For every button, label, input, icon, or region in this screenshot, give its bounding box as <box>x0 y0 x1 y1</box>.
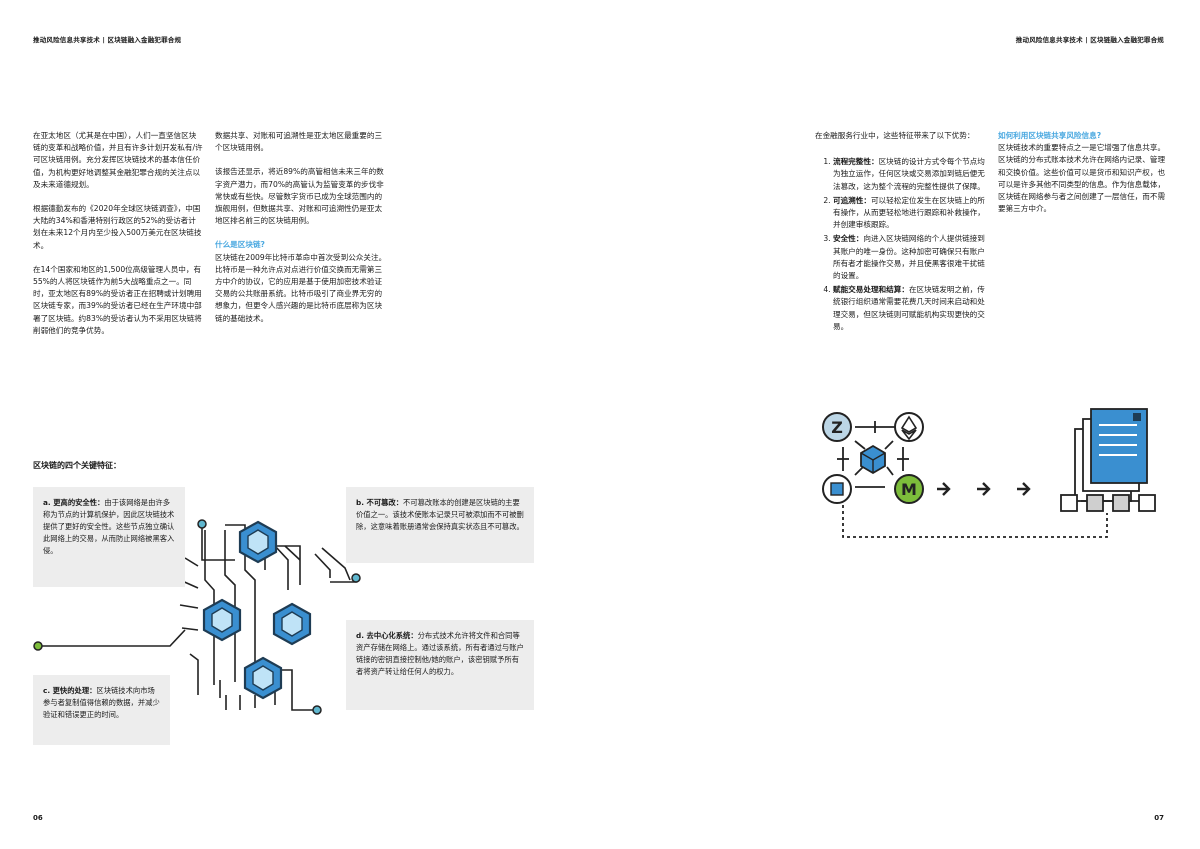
coin-letter: Z <box>831 418 843 437</box>
section-title: 区块链的四个关键特征： <box>33 461 121 470</box>
feature-label: b. 不可篡改： <box>356 498 404 507</box>
list-item: 流程完整性：区块链的设计方式令每个节点均为独立运作，任何区块或交易添加到链后便无… <box>833 156 985 193</box>
right-column-2: 如何利用区块链共享风险信息? 区块链技术的重要特点之一是它增强了信息共享。区块链… <box>998 130 1166 227</box>
paragraph: 在金融服务行业中，这些特征带来了以下优势： <box>815 131 975 140</box>
left-column-1: 在亚太地区（尤其是在中国），人们一直坚信区块链的变革和战略价值，并且有许多计划开… <box>33 130 203 349</box>
block-cube-icon <box>860 444 886 475</box>
paragraph: 在14个国家和地区的1,500位高级管理人员中，有55%的人将区块链作为前5大战… <box>33 264 202 335</box>
running-header-left: 推动风险信息共享技术 | 区块链融入金融犯罪合规 <box>33 36 182 44</box>
zcash-coin-icon <box>822 412 852 442</box>
coin-letter: M <box>901 480 917 499</box>
what-is-blockchain-heading: 什么是区块链? <box>215 240 265 250</box>
node-dot <box>351 573 361 583</box>
feature-label: c. 更快的处理： <box>43 686 97 695</box>
monero-coin-icon <box>894 474 924 504</box>
feature-text: 由于该网络是由许多称为节点的计算机保护，因此区块链技术提供了更好的安全性。这些节… <box>43 498 175 555</box>
list-item: 安全性：向进入区块链网络的个人提供链接到其账户的唯一身份。这种加密可确保只有账户… <box>833 233 985 282</box>
block-cube <box>202 598 242 642</box>
block-cube <box>272 602 312 646</box>
paragraph: 该报告还显示，将近89%的高管相信未来三年的数字资产潜力，而70%的高管认为监管… <box>215 167 384 226</box>
block-cube <box>243 656 283 700</box>
paragraph: 根据德勤发布的《2020年全球区块链调查》，中国大陆的34%和香港特别行政区的5… <box>33 204 202 250</box>
right-column-1: 在金融服务行业中，这些特征带来了以下优势： 流程完整性：区块链的设计方式令每个节… <box>815 130 985 335</box>
risk-sharing-heading: 如何利用区块链共享风险信息? <box>998 131 1102 140</box>
feature-box-b: b. 不可篡改：不可篡改账本的创建是区块链的主要价值之一。该技术使账本记录只可被… <box>346 487 534 563</box>
paragraph: 区块链在2009年比特币革命中首次受到公众关注。比特币是一种允许点对点进行价值交… <box>215 252 387 323</box>
list-item: 赋能交易处理和结算：在区块链发明之前，传统银行组织通常需要花费几天时间来启动和处… <box>833 284 985 333</box>
feature-label: d. 去中心化系统： <box>356 631 418 640</box>
node-dot <box>33 641 43 651</box>
feature-box-c: c. 更快的处理：区块链技术向市场参与者复制值得信赖的数据，并减少验证和错误更正… <box>33 675 170 745</box>
feature-text: 分布式技术允许将文件和合同等资产存储在网络上。通过该系统，所有者通过与账户链接的… <box>356 631 524 676</box>
paragraph: 在亚太地区（尤其是在中国），人们一直坚信区块链的变革和战略价值，并且有许多计划开… <box>33 131 203 189</box>
left-column-2: 数据共享、对账和可追溯性是亚太地区最重要的三个区块链用例。 该报告还显示，将近8… <box>215 130 387 337</box>
feature-box-d: d. 去中心化系统：分布式技术允许将文件和合同等资产存储在网络上。通过该系统，所… <box>346 620 534 710</box>
feature-label: a. 更高的安全性： <box>43 498 105 507</box>
blockchain-flow-diagram: Z M <box>822 408 1156 538</box>
page-number-left: 06 <box>33 814 43 822</box>
list-item: 可追溯性：可以轻松定位发生在区块链上的所有操作，从而更轻松地进行跟踪和补救操作，… <box>833 195 985 232</box>
document-stack-icon <box>1074 408 1148 502</box>
arrow-icon <box>937 482 1031 496</box>
running-header-right: 推动风险信息共享技术 | 区块链融入金融犯罪合规 <box>1015 36 1164 44</box>
feature-text: 区块链技术向市场参与者复制值得信赖的数据，并减少验证和错误更正的时间。 <box>43 686 160 719</box>
node-dot <box>312 705 322 715</box>
node-dot <box>197 519 207 529</box>
page-number-right: 07 <box>1154 814 1164 822</box>
advantages-list: 流程完整性：区块链的设计方式令每个节点均为独立运作，任何区块或交易添加到链后便无… <box>815 156 985 333</box>
paragraph: 区块链技术的重要特点之一是它增强了信息共享。区块链的分布式账本技术允许在网络内记… <box>998 143 1166 214</box>
blockchain-network-illustration <box>33 519 361 715</box>
paragraph: 数据共享、对账和可追溯性是亚太地区最重要的三个区块链用例。 <box>215 131 383 153</box>
feature-box-a: a. 更高的安全性：由于该网络是由许多称为节点的计算机保护，因此区块链技术提供了… <box>33 487 185 587</box>
block-cube <box>238 520 278 564</box>
block-chain-icon <box>1060 494 1156 512</box>
feature-text: 不可篡改账本的创建是区块链的主要价值之一。该技术使账本记录只可被添加而不可被删除… <box>356 498 524 531</box>
